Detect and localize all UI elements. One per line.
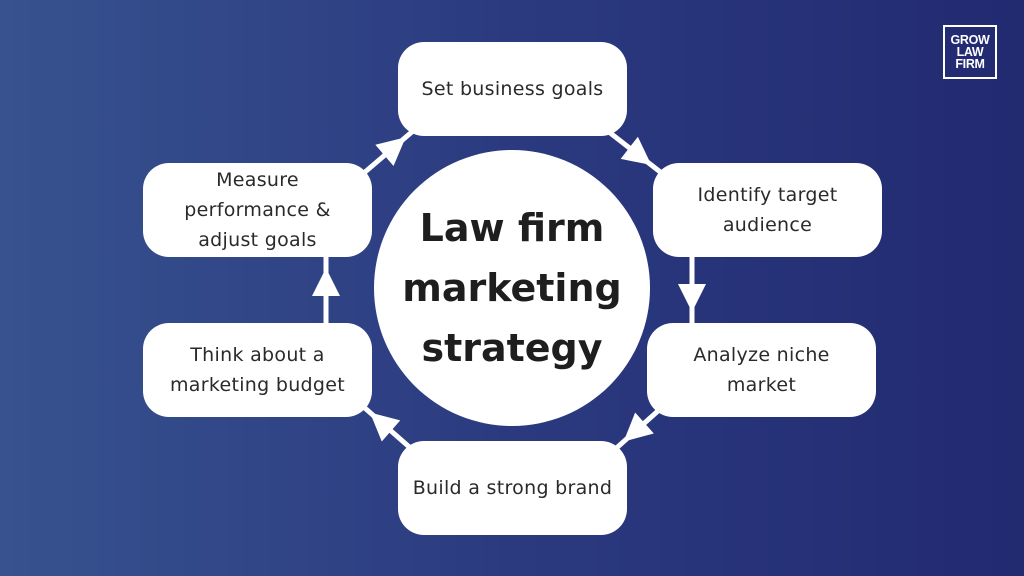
arrowhead-icon xyxy=(369,412,401,442)
step-label: Set business goals xyxy=(421,78,604,100)
step-label: Measure performance & adjust goals xyxy=(184,169,331,251)
step-build-strong-brand: Build a strong brand xyxy=(398,441,627,535)
arrowhead-icon xyxy=(623,412,654,442)
step-identify-target-audience: Identify target audience xyxy=(653,163,882,257)
step-analyze-niche-market: Analyze niche market xyxy=(647,323,876,417)
arrowhead-icon xyxy=(678,284,706,312)
logo-text: LAW xyxy=(956,45,984,59)
logo-text: FIRM xyxy=(955,57,985,71)
arrowhead-icon xyxy=(620,136,652,166)
grow-law-firm-logo: GROW LAW FIRM xyxy=(943,25,997,79)
center-title-line: Law firm xyxy=(419,206,605,250)
arrowhead-icon xyxy=(375,137,406,167)
step-marketing-budget: Think about a marketing budget xyxy=(143,323,372,417)
step-set-business-goals: Set business goals xyxy=(398,42,627,136)
step-measure-performance: Measure performance & adjust goals xyxy=(143,163,372,257)
step-label: Think about a marketing budget xyxy=(169,344,345,396)
logo-text: GROW xyxy=(950,33,990,47)
arrowhead-icon xyxy=(312,268,340,296)
step-label: Analyze niche market xyxy=(693,344,830,396)
center-title-line: strategy xyxy=(421,326,603,370)
center-title: Law firm marketing strategy xyxy=(374,150,650,426)
step-label: Identify target audience xyxy=(697,184,838,236)
step-label: Build a strong brand xyxy=(412,477,613,499)
center-title-line: marketing xyxy=(402,266,622,310)
